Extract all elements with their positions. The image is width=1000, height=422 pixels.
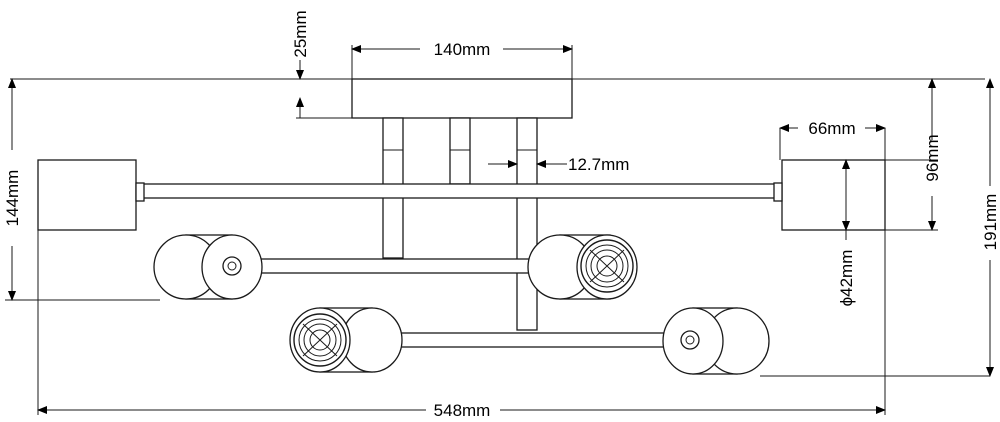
label-shade-diameter: ϕ42mm <box>837 250 856 307</box>
label-offset-height: 144mm <box>3 170 22 227</box>
shade-top-right <box>773 159 886 231</box>
canopy <box>351 78 573 119</box>
label-shade-length: 66mm <box>808 119 855 138</box>
shade-mid-right <box>527 234 638 300</box>
stems <box>382 117 538 331</box>
shade-top-left <box>37 159 145 231</box>
dimension-lines <box>8 45 994 414</box>
label-bar-diameter: 12.7mm <box>568 155 629 174</box>
shade-mid-left <box>153 234 263 300</box>
label-canopy-height: 25mm <box>291 10 310 57</box>
shade-bottom-left <box>289 307 403 373</box>
label-shade-height: 96mm <box>923 134 942 181</box>
shade-bottom-right <box>662 307 770 375</box>
label-total-height: 191mm <box>981 194 1000 251</box>
label-canopy-width: 140mm <box>434 40 491 59</box>
label-total-width: 548mm <box>434 401 491 420</box>
